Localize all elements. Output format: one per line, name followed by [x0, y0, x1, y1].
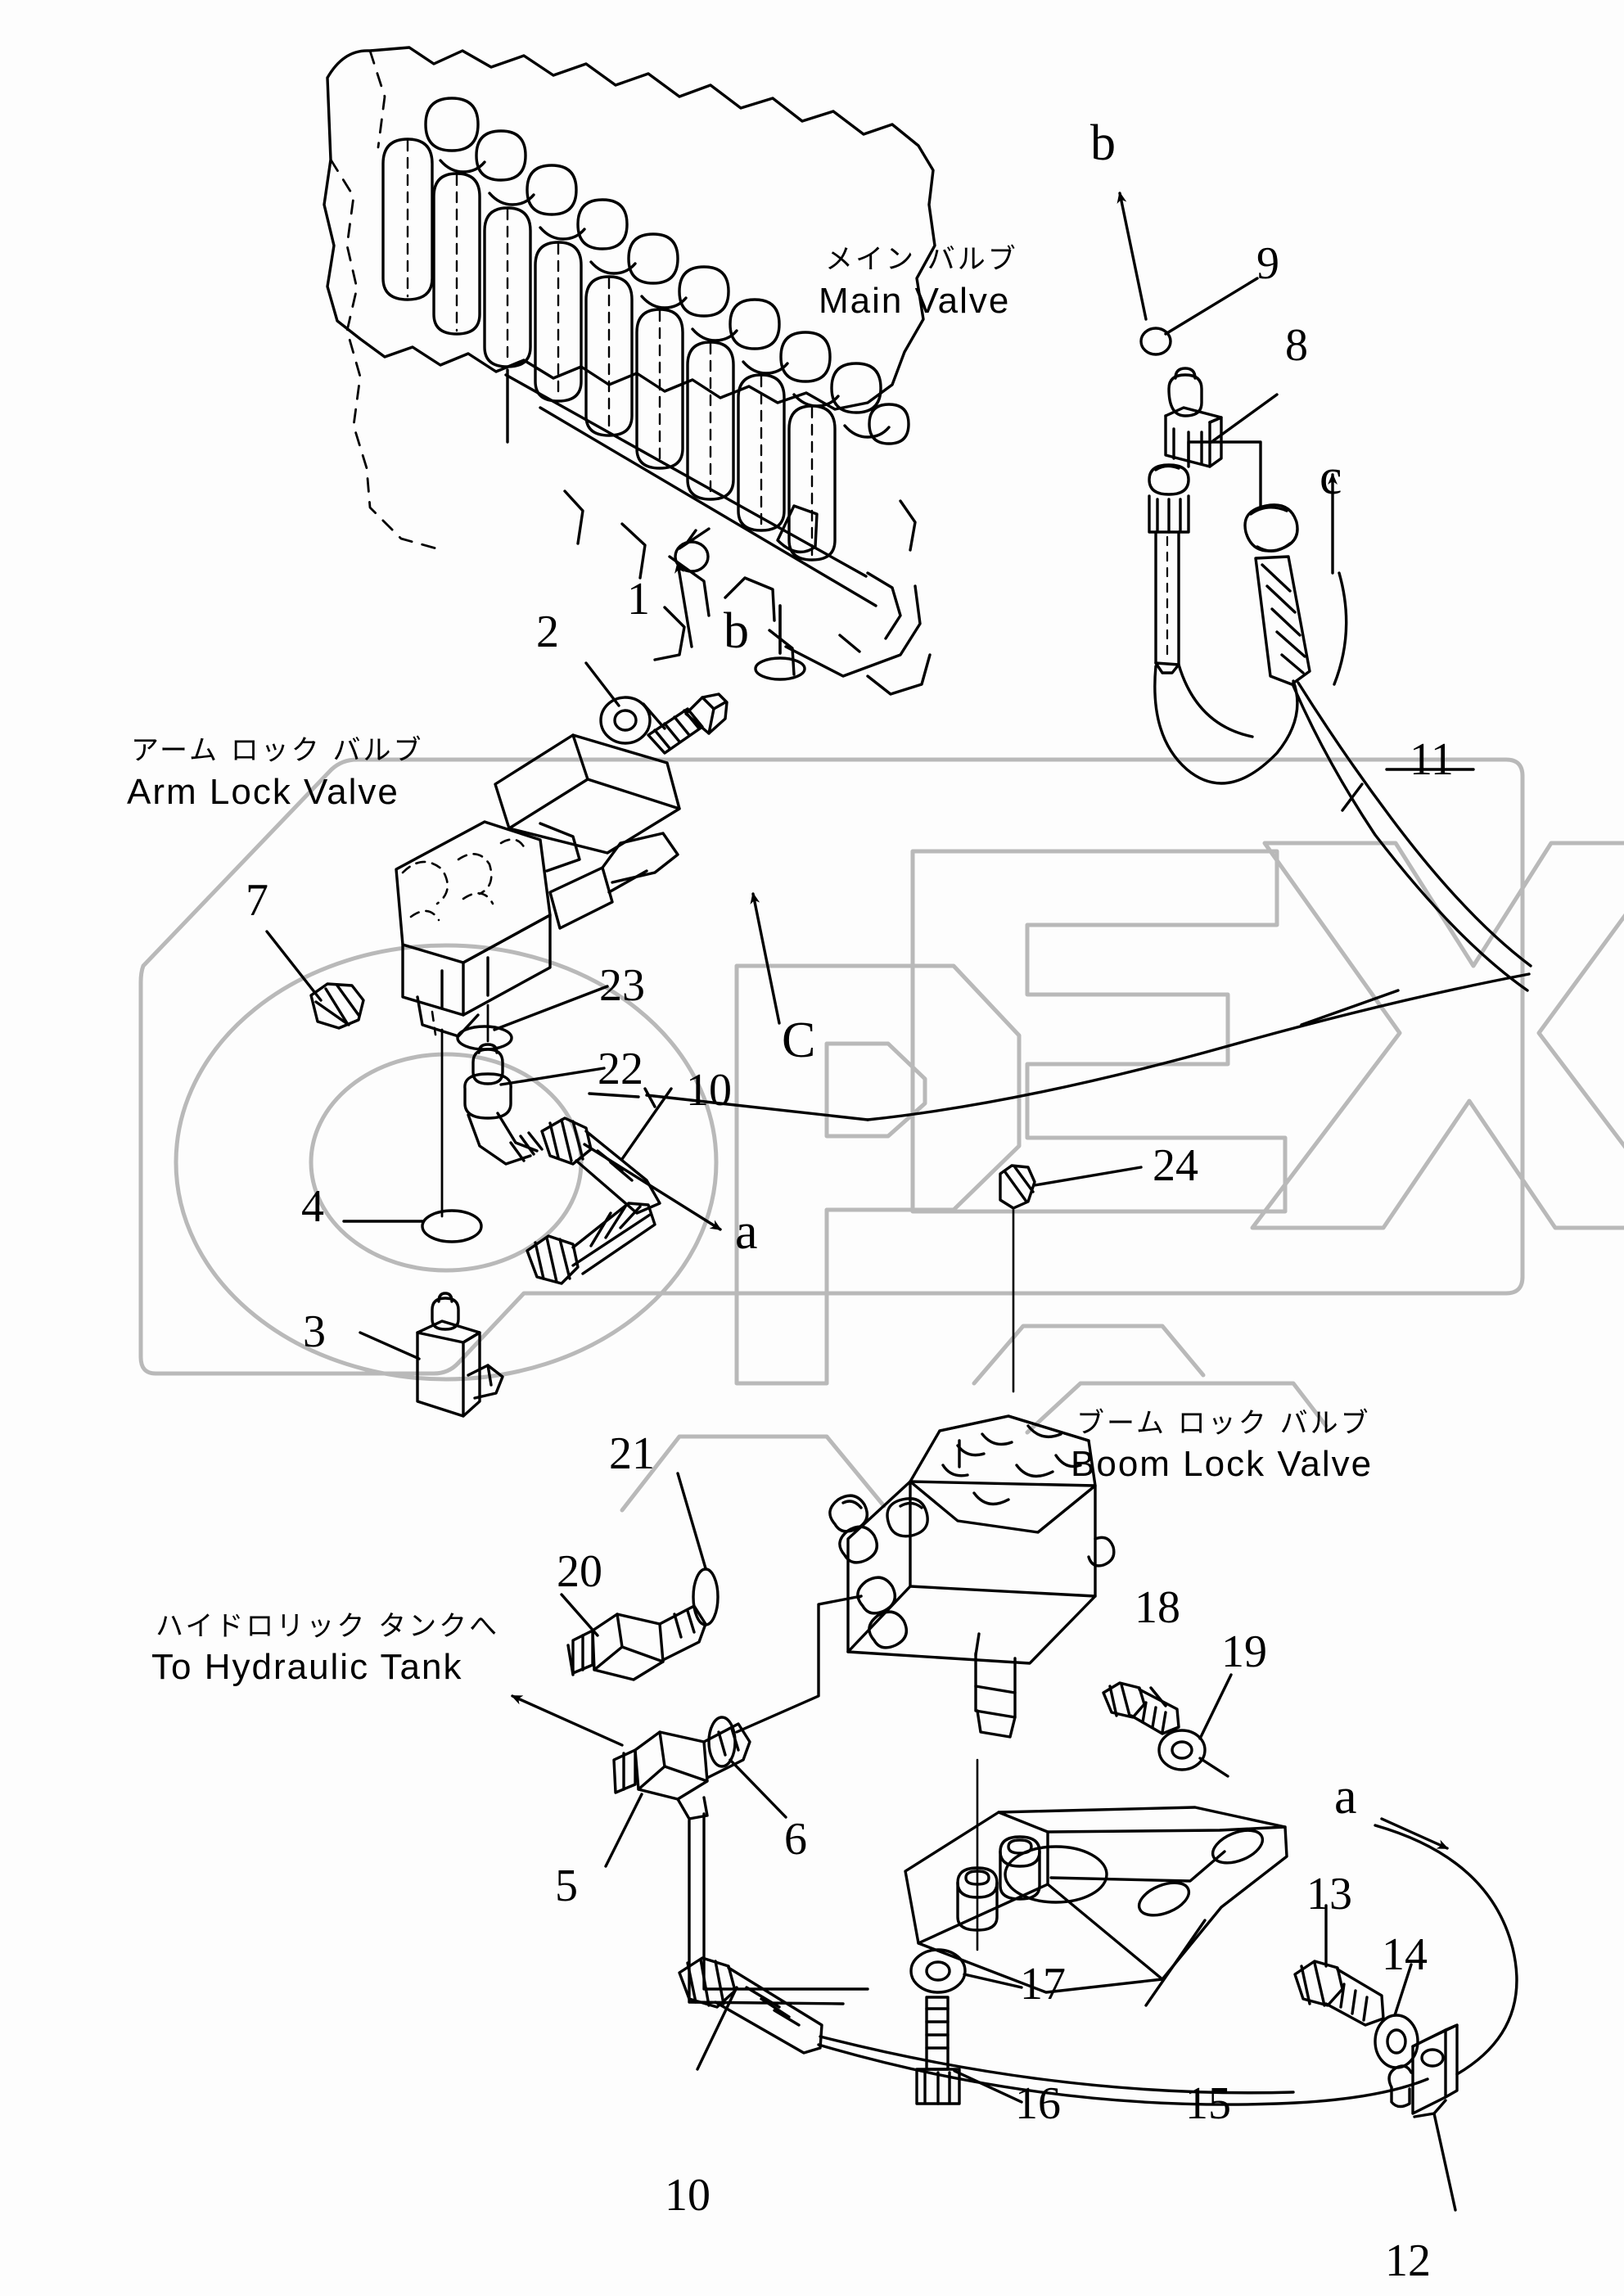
main-valve-spools: [381, 97, 910, 562]
part-9-o-ring: [1139, 277, 1259, 356]
callout-10-mid: 10: [686, 1065, 732, 1116]
hose-left-tube: [1148, 463, 1190, 674]
part-21-o-ring: [676, 1472, 720, 1626]
section-ref-b-top: b: [1090, 115, 1116, 171]
main-valve-label-en: Main Valve: [819, 281, 1011, 321]
callout-20: 20: [557, 1546, 602, 1597]
callout-24: 24: [1153, 1140, 1198, 1191]
boom-lock-valve-label-jp: ブーム ロック バルブ: [1076, 1407, 1371, 1440]
arrow-a-right: [1380, 1817, 1449, 1850]
part-20-elbow: [560, 1593, 707, 1681]
callout-8: 8: [1285, 320, 1308, 371]
part-1-bolt: [642, 692, 729, 755]
arrow-c-mid: [750, 892, 781, 1025]
leader-11: [1300, 768, 1475, 1026]
part-7-plug: [265, 930, 365, 1030]
section-ref-a-mid: a: [735, 1204, 758, 1260]
boom-lock-valve-body: [828, 1414, 1116, 1739]
callout-4: 4: [301, 1181, 324, 1232]
to-hydraulic-tank-label-en: To Hydraulic Tank: [151, 1647, 463, 1687]
section-ref-b-mid: b: [724, 603, 749, 659]
callout-11: 11: [1410, 734, 1454, 785]
arrow-a-mid: [583, 1143, 722, 1231]
callout-7: 7: [246, 875, 268, 926]
section-ref-c-right: c: [1320, 449, 1342, 505]
arrow-b-top: [1116, 192, 1148, 321]
part-19-washer: [1157, 1673, 1233, 1778]
callout-19: 19: [1221, 1626, 1267, 1677]
callout-9: 9: [1256, 238, 1279, 289]
main-valve-body: [323, 46, 936, 696]
callout-10-bottom: 10: [665, 2170, 710, 2221]
watermark-opex: [138, 757, 1624, 1513]
callout-17: 17: [1020, 1959, 1066, 2010]
callout-6: 6: [784, 1814, 807, 1865]
callout-12: 12: [1385, 2235, 1431, 2286]
pipe-5-to-hose: [688, 1812, 869, 2005]
section-ref-a-right: a: [1334, 1769, 1357, 1825]
leader-1-assembly: [674, 529, 710, 648]
arrow-to-tank: [511, 1694, 624, 1747]
callout-21: 21: [609, 1428, 655, 1479]
part-18-bolt: [1102, 1681, 1180, 1735]
callout-2: 2: [536, 607, 559, 657]
part-12-clamp: [1387, 2023, 1459, 2212]
part-15-bracket: [904, 1806, 1288, 2007]
hose-11: [1153, 571, 1532, 992]
callout-23: 23: [599, 960, 645, 1011]
part-16-bolt: [915, 1996, 1023, 2105]
to-hydraulic-tank-label-jp: ハイドロリック タンクへ: [156, 1610, 500, 1643]
callout-16: 16: [1015, 2078, 1061, 2129]
part-10-hose-bottom: [678, 1956, 823, 2071]
callout-14: 14: [1382, 1929, 1428, 1980]
part-17-washer: [909, 1758, 1023, 1994]
callout-1: 1: [627, 574, 650, 625]
callout-18: 18: [1135, 1582, 1180, 1633]
boom-lock-valve-label-en: Boom Lock Valve: [1071, 1444, 1374, 1484]
arm-lock-valve-label-jp: アーム ロック バルブ: [131, 734, 424, 767]
arm-lock-valve-label-en: Arm Lock Valve: [127, 772, 399, 812]
arm-lock-valve-body: [395, 733, 681, 1218]
hose-11-route: [588, 972, 1531, 1121]
part-24-plug: [999, 1164, 1143, 1393]
callout-22: 22: [598, 1044, 643, 1094]
part-5-elbow: [604, 1722, 751, 1868]
part-2-washer: [584, 661, 652, 745]
hose-route-a-bottom: [817, 1824, 1518, 2106]
section-ref-c-mid: C: [782, 1013, 816, 1068]
callout-3: 3: [303, 1306, 326, 1357]
hose-right-braided: [1187, 440, 1311, 686]
callout-5: 5: [555, 1861, 578, 1911]
callout-13: 13: [1306, 1869, 1352, 1919]
pipe-boomlock-to-6: [735, 1595, 863, 1734]
part-13-bolt: [1293, 1904, 1385, 2027]
part-6-o-ring: [707, 1716, 787, 1819]
main-valve-label-jp: メイン バルブ: [825, 243, 1018, 276]
callout-15: 15: [1185, 2078, 1231, 2129]
